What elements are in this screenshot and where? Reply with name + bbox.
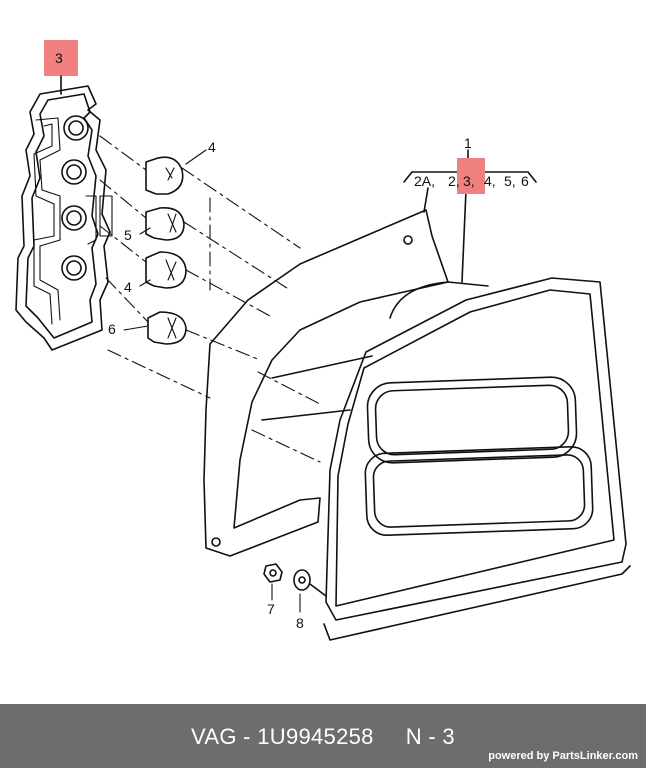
footer-bar: VAG - 1U9945258 N - 3 powered by PartsLi… — [0, 704, 646, 768]
group-item-3-highlight — [457, 158, 485, 194]
group-item-2[interactable]: 2, — [448, 173, 460, 189]
callout-leaders — [123, 149, 301, 613]
assembly-lines — [99, 135, 321, 463]
part-number-title: VAG - 1U9945258 N - 3 — [191, 724, 455, 749]
parts-diagram: 3 — [15, 40, 631, 641]
callout-group-number[interactable]: 1 — [464, 135, 472, 151]
part-3-highlight[interactable] — [44, 40, 78, 76]
group-item-3[interactable]: 3, — [463, 173, 475, 189]
callout-bulb-lower[interactable]: 6 — [108, 321, 116, 337]
bulb-holder-board[interactable] — [15, 85, 113, 351]
callout-bulb-upper[interactable]: 4 — [208, 139, 216, 155]
bulb-upper[interactable] — [145, 156, 184, 195]
washer-part-8[interactable] — [293, 569, 327, 597]
callout-bulb-second[interactable]: 5 — [124, 227, 132, 243]
tail-lamp-housing[interactable] — [203, 209, 489, 557]
powered-by-credit[interactable]: powered by PartsLinker.com — [488, 750, 638, 762]
group-item-5[interactable]: 5, — [504, 173, 516, 189]
group-item-4[interactable]: 4, — [484, 173, 496, 189]
callout-washer[interactable]: 8 — [296, 615, 304, 631]
nut-part-7[interactable] — [263, 563, 283, 583]
group-item-6[interactable]: 6 — [521, 173, 529, 189]
bulb-second[interactable] — [145, 207, 185, 241]
callout-bulb-third[interactable]: 4 — [124, 279, 132, 295]
callout-nut[interactable]: 7 — [267, 601, 275, 617]
bulb-lower[interactable] — [147, 311, 187, 345]
group-item-2a[interactable]: 2A, — [414, 173, 435, 189]
tail-lamp-lens[interactable] — [323, 277, 631, 641]
part-3-callout[interactable]: 3 — [55, 50, 63, 66]
bulb-third[interactable] — [145, 251, 187, 289]
